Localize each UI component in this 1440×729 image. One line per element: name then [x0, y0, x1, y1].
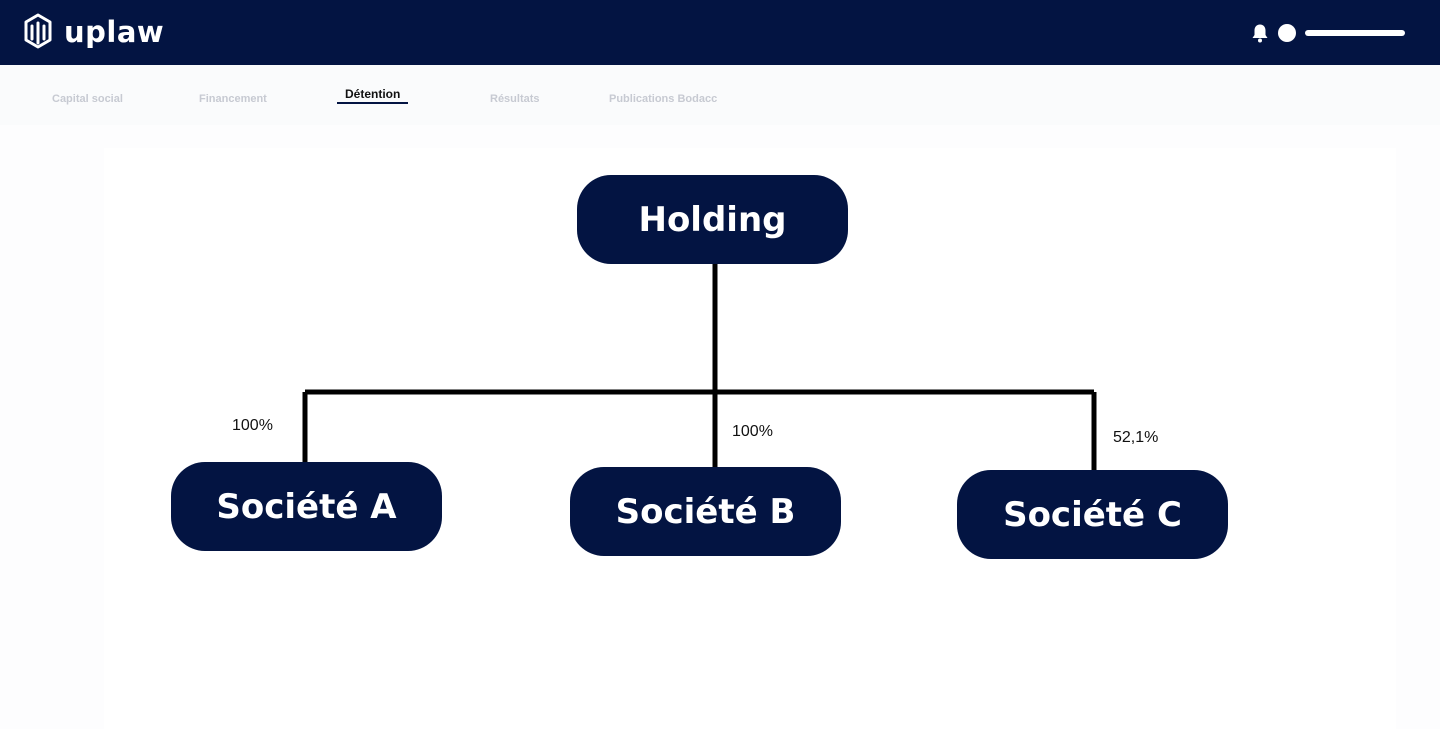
- header-actions: [1249, 22, 1405, 44]
- tab-capital-social[interactable]: Capital social: [52, 93, 123, 105]
- node-societe-b[interactable]: Société B: [570, 467, 841, 556]
- node-societe-c[interactable]: Société C: [957, 470, 1228, 559]
- avatar-icon[interactable]: [1278, 24, 1296, 42]
- user-menu[interactable]: [1305, 30, 1405, 36]
- tab-resultats[interactable]: Résultats: [490, 93, 540, 105]
- ownership-label-b: 100%: [732, 423, 773, 440]
- logo-icon: [24, 13, 52, 49]
- tab-financement[interactable]: Financement: [199, 93, 267, 105]
- brand-name: uplaw: [64, 15, 165, 49]
- tab-bar: Capital social Financement Détention Rés…: [0, 65, 1440, 125]
- tab-detention[interactable]: Détention: [337, 87, 409, 104]
- top-navbar: uplaw: [0, 0, 1440, 65]
- brand-logo[interactable]: uplaw: [20, 12, 164, 52]
- ownership-label-a: 100%: [232, 417, 273, 434]
- node-holding[interactable]: Holding: [577, 175, 848, 264]
- bell-icon[interactable]: [1249, 22, 1271, 44]
- ownership-label-c: 52,1%: [1113, 429, 1159, 446]
- tab-publications-bodacc[interactable]: Publications Bodacc: [609, 93, 718, 105]
- node-societe-a[interactable]: Société A: [171, 462, 442, 551]
